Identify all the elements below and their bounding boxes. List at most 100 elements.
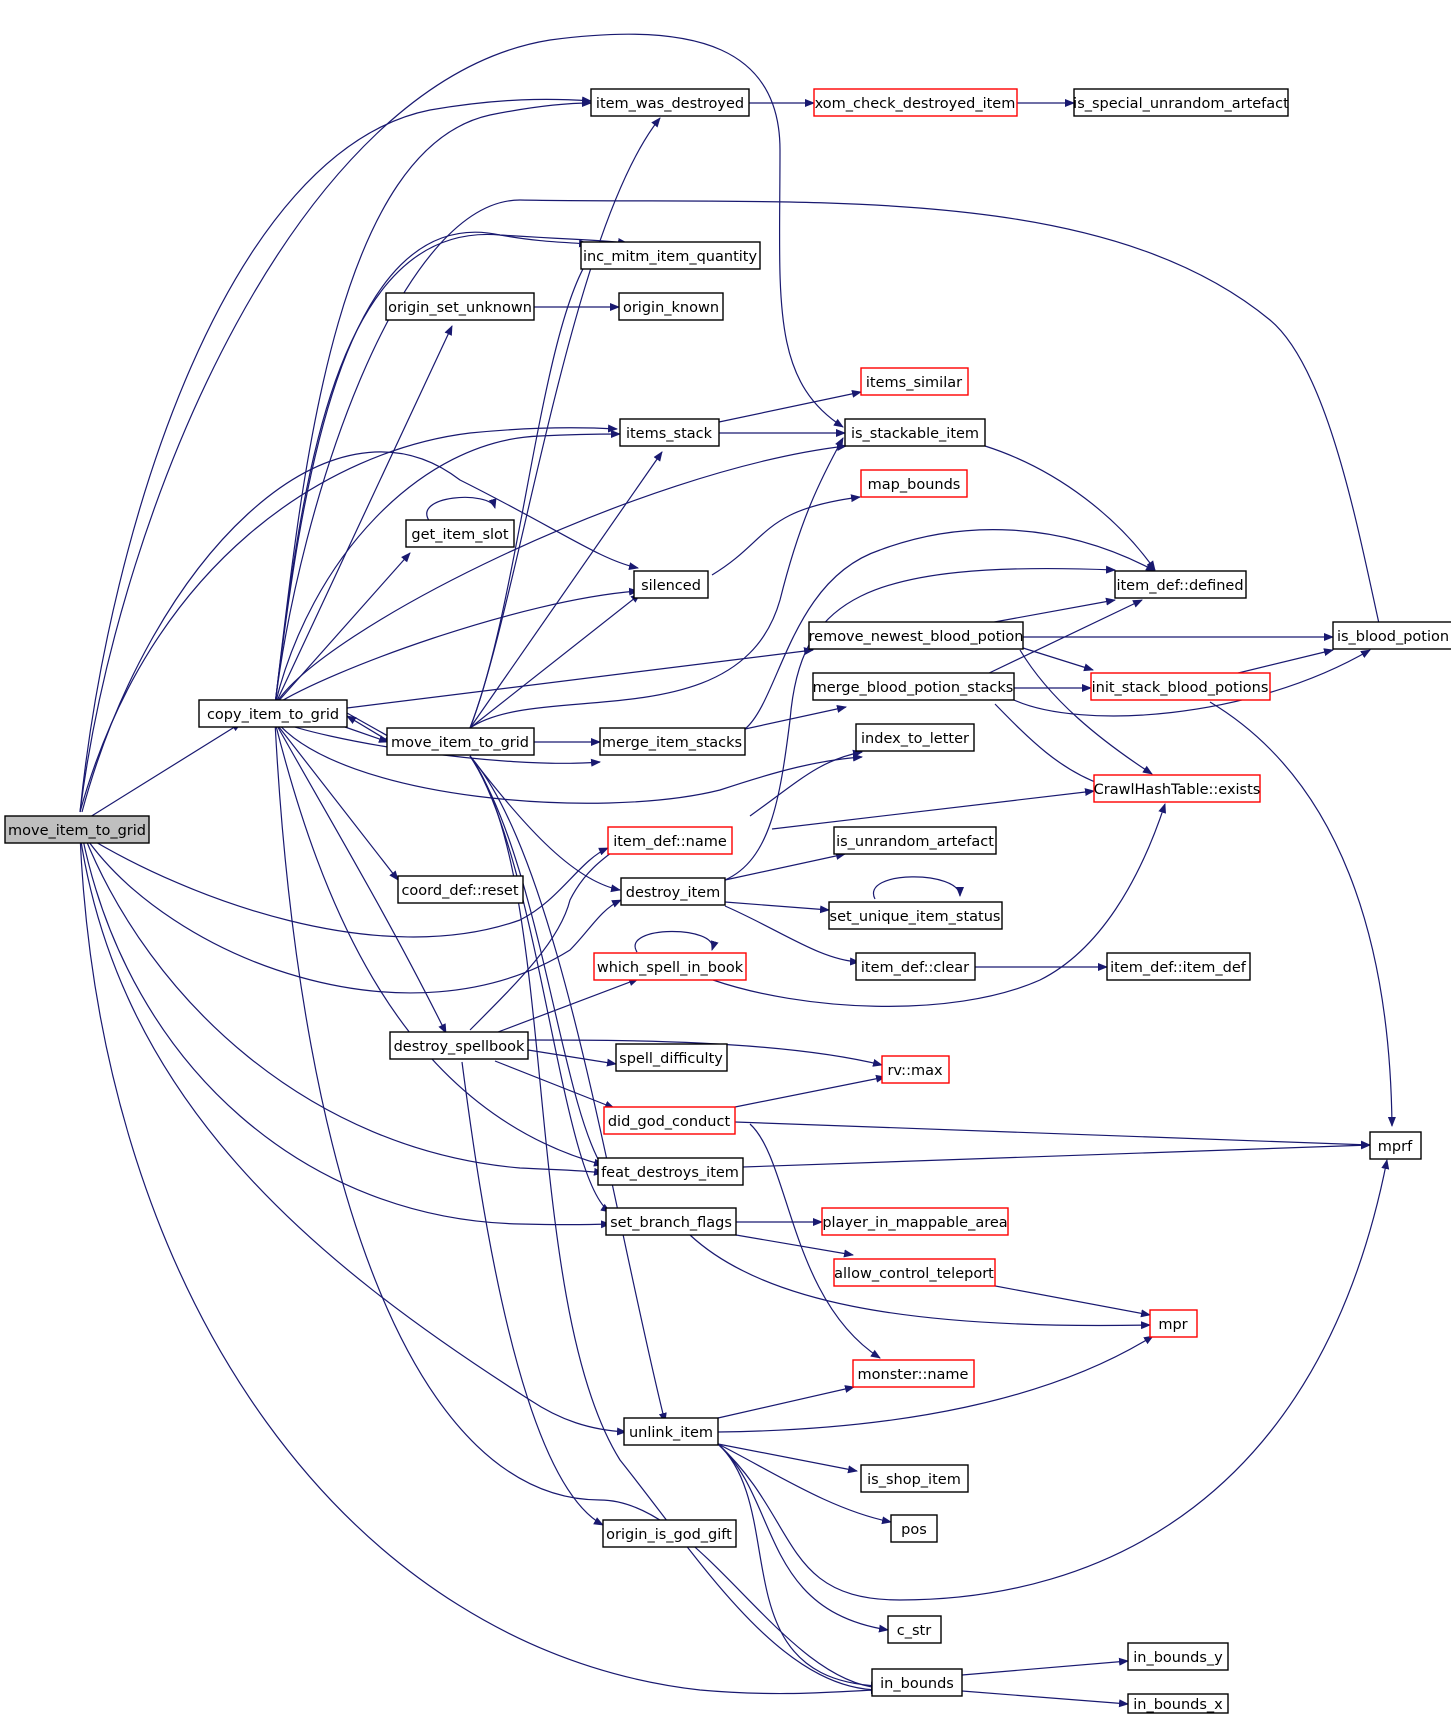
node-monster-name[interactable]: monster::name xyxy=(852,1359,975,1388)
node-pos[interactable]: pos xyxy=(890,1514,938,1543)
edge xyxy=(749,749,863,817)
node-label: is_stackable_item xyxy=(851,426,979,442)
edge xyxy=(717,1443,858,1474)
edge xyxy=(274,552,411,706)
node-merge-blood-potion-stacks[interactable]: merge_blood_potion_stacks xyxy=(812,672,1015,701)
node-label: set_unique_item_status xyxy=(830,909,1001,925)
node-label: did_god_conduct xyxy=(608,1114,731,1130)
node-merge-item-stacks[interactable]: merge_item_stacks xyxy=(599,727,746,756)
node-move-item-to-grid[interactable]: move_item_to_grid xyxy=(386,727,535,756)
node-in-bounds-y[interactable]: in_bounds_y xyxy=(1127,1642,1229,1671)
node-label: items_similar xyxy=(866,375,962,391)
node-item-def-name[interactable]: item_def::name xyxy=(607,826,733,855)
edge xyxy=(79,424,618,813)
node-in-bounds-x[interactable]: in_bounds_x xyxy=(1127,1693,1229,1714)
node-item-was-destroyed[interactable]: item_was_destroyed xyxy=(590,88,750,117)
node-label: mpr xyxy=(1158,1317,1187,1333)
edge xyxy=(742,1141,1371,1168)
node-allow-control-teleport[interactable]: allow_control_teleport xyxy=(833,1258,996,1287)
node-feat-destroys-item[interactable]: feat_destroys_item xyxy=(597,1157,744,1186)
node-is-blood-potion[interactable]: is_blood_potion xyxy=(1332,621,1451,650)
node-label: origin_set_unknown xyxy=(388,300,532,316)
edge xyxy=(83,834,604,1176)
edge xyxy=(469,256,591,729)
edge xyxy=(717,1443,881,1690)
node-is-unrandom-artefact[interactable]: is_unrandom_artefact xyxy=(833,826,997,855)
edge xyxy=(81,451,639,813)
node-label: copy_item_to_grid xyxy=(207,707,339,723)
edge xyxy=(426,496,497,523)
node-item-def-defined[interactable]: item_def::defined xyxy=(1114,570,1247,599)
edge xyxy=(724,901,830,914)
node-label: destroy_spellbook xyxy=(394,1039,525,1055)
node-crawlhashtable-exists[interactable]: CrawlHashTable::exists xyxy=(1093,774,1261,803)
node-label: move_item_to_grid xyxy=(391,735,529,751)
node-label: pos xyxy=(901,1522,927,1538)
node-items-similar[interactable]: items_similar xyxy=(860,367,969,396)
edge xyxy=(469,755,667,1423)
edge xyxy=(469,451,663,729)
node-map-bounds[interactable]: map_bounds xyxy=(860,469,968,498)
node-copy-item-to-grid[interactable]: copy_item_to_grid xyxy=(198,699,348,728)
edge xyxy=(717,1443,892,1525)
node-destroy-item[interactable]: destroy_item xyxy=(620,877,726,906)
edge xyxy=(274,719,863,804)
node-c-str[interactable]: c_str xyxy=(887,1615,942,1644)
edge xyxy=(346,647,814,709)
node-player-in-mappable-area[interactable]: player_in_mappable_area xyxy=(821,1207,1009,1236)
node-which-spell-in-book[interactable]: which_spell_in_book xyxy=(593,952,747,981)
node-label: c_str xyxy=(897,1623,931,1639)
node-is-stackable-item[interactable]: is_stackable_item xyxy=(844,418,986,447)
edge xyxy=(1013,649,1371,717)
node-did-god-conduct[interactable]: did_god_conduct xyxy=(603,1106,736,1135)
node-unlink-item[interactable]: unlink_item xyxy=(623,1417,719,1446)
node-label: items_stack xyxy=(626,426,713,442)
node-is-special-unrandom-artefact[interactable]: is_special_unrandom_artefact xyxy=(1073,88,1289,117)
node-label: map_bounds xyxy=(868,477,961,493)
edge xyxy=(79,33,844,813)
edge xyxy=(984,445,1156,571)
node-origin-is-god-gift[interactable]: origin_is_god_gift xyxy=(602,1519,737,1548)
node-destroy-spellbook[interactable]: destroy_spellbook xyxy=(389,1031,529,1060)
edge xyxy=(274,721,604,1167)
node-index-to-letter[interactable]: index_to_letter xyxy=(855,723,975,752)
node-items-stack[interactable]: items_stack xyxy=(619,418,720,447)
node-spell-difficulty[interactable]: spell_difficulty xyxy=(615,1043,728,1072)
node-origin-set-unknown[interactable]: origin_set_unknown xyxy=(385,292,535,321)
node-xom-check-destroyed-item[interactable]: xom_check_destroyed_item xyxy=(813,88,1018,117)
node-in-bounds[interactable]: in_bounds xyxy=(871,1668,963,1697)
node-label: origin_is_god_gift xyxy=(606,1527,732,1543)
edge xyxy=(79,96,592,813)
edge xyxy=(689,1234,1151,1330)
node-is-shop-item[interactable]: is_shop_item xyxy=(860,1464,969,1493)
node-set-branch-flags[interactable]: set_branch_flags xyxy=(605,1207,737,1236)
edge xyxy=(274,199,1384,706)
edge xyxy=(274,325,453,706)
edge xyxy=(724,905,860,966)
edge xyxy=(469,755,611,1213)
node-remove-newest-blood-potion[interactable]: remove_newest_blood_potion xyxy=(808,621,1024,650)
node-mpr[interactable]: mpr xyxy=(1149,1309,1198,1338)
edge xyxy=(717,1335,1154,1433)
node-label: monster::name xyxy=(858,1367,969,1383)
node-set-unique-item-status[interactable]: set_unique_item_status xyxy=(828,901,1003,930)
node-init-stack-blood-potions[interactable]: init_stack_blood_potions xyxy=(1090,672,1271,701)
edge xyxy=(634,930,719,953)
edge xyxy=(274,721,399,881)
edge xyxy=(988,597,1116,624)
edge xyxy=(735,1234,854,1258)
node-get-item-slot[interactable]: get_item_slot xyxy=(405,519,515,548)
edge xyxy=(274,231,589,706)
node-move-item-to-grid-root[interactable]: move_item_to_grid xyxy=(4,815,150,844)
node-origin-known[interactable]: origin_known xyxy=(618,292,724,321)
node-rv-max[interactable]: rv::max xyxy=(881,1055,950,1084)
node-mprf[interactable]: mprf xyxy=(1369,1131,1422,1160)
node-item-def-item-def[interactable]: item_def::item_def xyxy=(1106,952,1251,981)
node-inc-mitm-item-quantity[interactable]: inc_mitm_item_quantity xyxy=(580,241,761,270)
node-label: is_unrandom_artefact xyxy=(836,834,994,850)
node-coord-def-reset[interactable]: coord_def::reset xyxy=(397,875,524,904)
node-label: feat_destroys_item xyxy=(601,1165,739,1181)
node-item-def-clear[interactable]: item_def::clear xyxy=(855,952,976,981)
node-silenced[interactable]: silenced xyxy=(633,570,709,599)
